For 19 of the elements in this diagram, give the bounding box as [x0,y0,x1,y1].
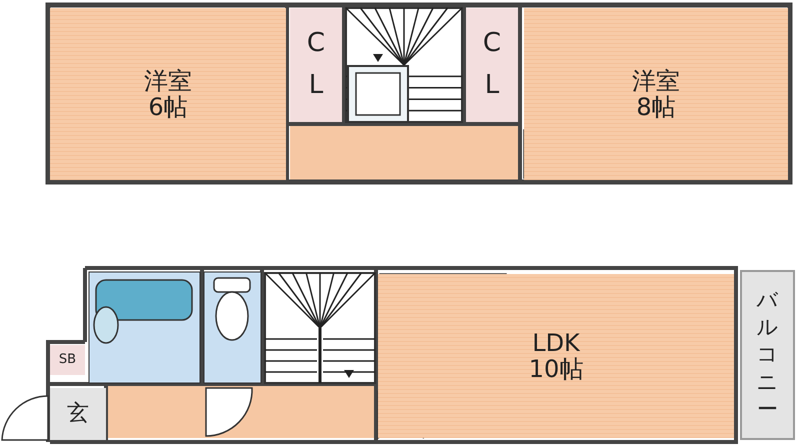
balcony-box [740,270,795,440]
room-label: 6帖 [148,94,188,120]
entrance-box [50,388,106,440]
room-box [50,8,286,180]
room-label: LDK [532,330,580,356]
room-label: 玄 [67,402,89,426]
room-label: 洋室 [632,68,680,94]
room-label: 10帖 [528,356,584,382]
closet-box [466,8,518,122]
room-box [524,8,788,180]
room-label: 洋室 [144,68,192,94]
room-label: SB [58,352,76,368]
vertical-label: CL [482,27,502,102]
storage-box [50,345,85,375]
room-label: 8帖 [636,94,676,120]
closet-box [290,8,342,122]
vertical-label: CL [306,27,326,102]
room-box [378,274,734,438]
vertical-label: バルコニー [756,286,780,423]
